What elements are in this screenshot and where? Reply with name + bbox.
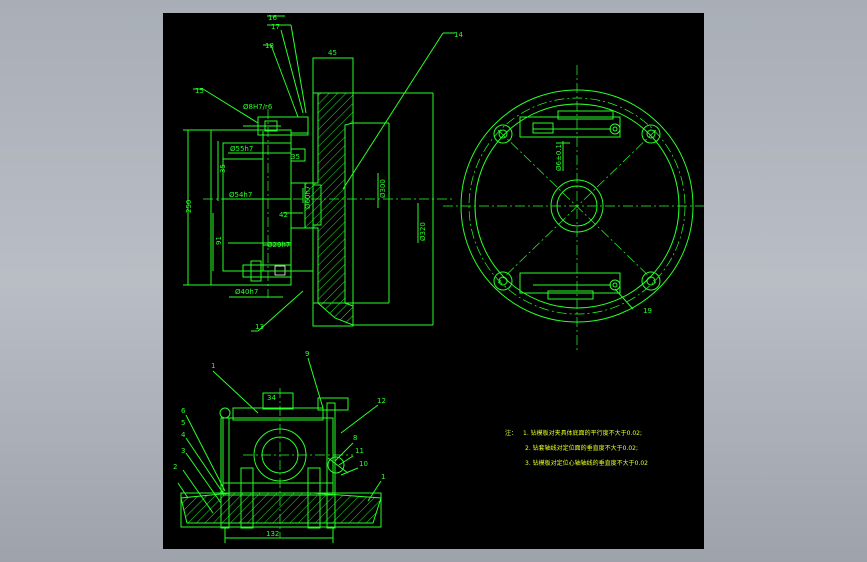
part-number-16: 16 bbox=[268, 14, 277, 22]
part-number-5: 5 bbox=[181, 419, 185, 427]
elevation-view bbox=[177, 357, 382, 543]
part-number-18: 18 bbox=[265, 42, 274, 50]
dimension-132: 132 bbox=[266, 530, 279, 538]
part-number-1-top: 1 bbox=[211, 362, 215, 370]
note-line-2: 2. 钻套轴线对定位面的垂直度不大于0.02; bbox=[525, 444, 638, 452]
plate-view bbox=[443, 65, 704, 351]
dimension-91: 91 bbox=[215, 236, 223, 245]
part-number-13: 13 bbox=[255, 323, 264, 331]
dimension-35-horizontal: 35 bbox=[291, 153, 300, 161]
dimension-34: 34 bbox=[267, 394, 276, 402]
drawing-canvas: 16 17 18 15 14 13 45 Ø8H7/r6 Ø55h7 35 35… bbox=[173, 14, 704, 543]
part-number-8: 8 bbox=[353, 434, 357, 442]
drawing-sheet[interactable]: 16 17 18 15 14 13 45 Ø8H7/r6 Ø55h7 35 35… bbox=[163, 13, 704, 549]
dimension-55: Ø55h7 bbox=[230, 145, 253, 153]
dimension-35-vertical: 35 bbox=[219, 164, 227, 173]
note-line-3: 3. 钻模板对定位心轴轴线的垂直度不大于0.02 bbox=[525, 459, 648, 467]
dimension-40: Ø40h7 bbox=[235, 288, 258, 296]
dimension-29: Ø29h7 bbox=[267, 241, 290, 249]
base-hatch bbox=[180, 492, 382, 524]
dimension-45: 45 bbox=[328, 49, 337, 57]
part-number-12: 12 bbox=[377, 397, 386, 405]
technical-notes: 注： 1. 钻模板对夹具体底面的平行度不大于0.02; 2. 钻套轴线对定位面的… bbox=[505, 429, 648, 467]
dimension-320: Ø320 bbox=[419, 222, 427, 241]
dimension-60: Ø60h7 bbox=[304, 186, 312, 209]
lower-drill-plate bbox=[519, 272, 621, 294]
part-number-15: 15 bbox=[195, 87, 204, 95]
dimension-54: Ø54h7 bbox=[229, 191, 252, 199]
disk-section-hatch bbox=[304, 92, 354, 326]
part-number-3: 3 bbox=[181, 447, 185, 455]
part-number-4: 4 bbox=[181, 431, 186, 439]
dimension-fit-h7: Ø8H7/r6 bbox=[243, 103, 273, 111]
part-number-19: 19 bbox=[643, 307, 652, 315]
part-number-6: 6 bbox=[181, 407, 186, 415]
section-view bbox=[183, 15, 455, 332]
part-number-14: 14 bbox=[454, 31, 463, 39]
part-number-1-bottom: 1 bbox=[381, 473, 385, 481]
part-number-10: 10 bbox=[359, 460, 368, 468]
part-number-11: 11 bbox=[355, 447, 364, 455]
part-number-9: 9 bbox=[305, 350, 309, 358]
note-line-1: 1. 钻模板对夹具体底面的平行度不大于0.02; bbox=[523, 429, 642, 437]
dimension-side-bore: Ø6±0.1 bbox=[555, 144, 563, 171]
dimension-250: 250 bbox=[185, 200, 193, 213]
dimension-42: 42 bbox=[279, 211, 288, 219]
part-number-2: 2 bbox=[173, 463, 177, 471]
upper-drill-plate bbox=[519, 116, 621, 138]
notes-label: 注： bbox=[505, 429, 517, 437]
part-number-17: 17 bbox=[271, 23, 280, 31]
dimension-300: Ø300 bbox=[379, 179, 387, 198]
